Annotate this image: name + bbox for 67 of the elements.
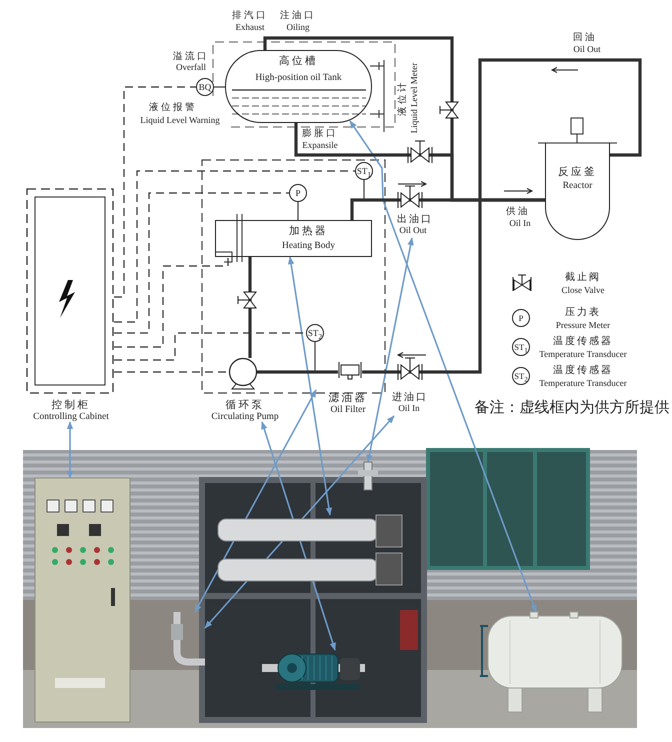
leader-line (349, 120, 537, 613)
legend-label: 温度传感器 Temperature Transducer (538, 335, 628, 360)
label-text: 回油 (573, 32, 597, 44)
signal-line (114, 192, 289, 334)
legend-label: 温度传感器 Temperature Transducer (538, 364, 628, 389)
part-label: 控制柜 (50, 400, 92, 412)
part-label: 进油口 (392, 392, 426, 403)
signal-line (114, 86, 196, 298)
note-text: 备注：虚线框内为供方所提供 (474, 400, 670, 416)
leader-line (366, 237, 414, 463)
pipe-line (362, 58, 642, 374)
connector-line (257, 342, 316, 373)
label-text: 注油口 (280, 10, 316, 22)
label-text: Oil Out (573, 45, 601, 55)
pipe-line (257, 370, 338, 374)
label-text: 排汽口 (232, 10, 268, 22)
part-label: 滤油器 (328, 393, 368, 405)
symbol-icon: ST$_{1}$ (512, 338, 530, 356)
reactor-vessel (545, 143, 610, 240)
part-label: Controlling Cabinet (32, 412, 110, 422)
label-text: Overfall (176, 63, 206, 73)
part-label: Oil Filter (329, 405, 367, 416)
symbol-icon: ST$_{2}$ (512, 367, 530, 385)
part-label: 出油口 (397, 214, 429, 225)
label-text: Liquid Level Meter (410, 62, 420, 134)
label-text: Liquid Level Warning (140, 116, 220, 126)
label-text: 溢流口 (173, 52, 209, 62)
leader-line (288, 256, 332, 516)
part-label: 反应釜 (557, 167, 598, 179)
pressure-gauge-symbol: P (289, 184, 307, 202)
heating-tube-picture (218, 515, 405, 585)
legend-label: 截止阀 Close Valve (560, 271, 606, 296)
signal-line (114, 332, 306, 361)
pipe-line (263, 36, 545, 202)
label-text: Exhaust (236, 23, 264, 33)
heater-body (215, 220, 372, 257)
part-label: 高位槽 (278, 56, 319, 68)
signal-line (114, 371, 229, 373)
label-text: Oil In (509, 219, 531, 229)
connector-line (297, 202, 299, 220)
signal-line (114, 170, 355, 323)
part-label: 循环泵 (224, 400, 266, 412)
signal-line (114, 257, 229, 348)
leader-line (66, 421, 74, 479)
part-label: Reactor (562, 181, 594, 192)
label-text: 供油 (506, 206, 530, 218)
label-text: 液位计 (398, 80, 408, 116)
part-label: 加热器 (288, 226, 329, 238)
part-label: Heating Body (280, 241, 336, 252)
connector-line (351, 180, 365, 220)
symbol-icon: P (512, 309, 530, 327)
part-label: Circulating Pump (210, 412, 280, 422)
legend-label: 压力表 Pressure Meter (554, 306, 612, 331)
label-text: 液位报警 (149, 102, 197, 114)
control-cabinet-picture (35, 478, 130, 722)
part-label: High-position oil Tank (254, 73, 343, 84)
alarm-sensor-symbol: BQ (196, 78, 214, 96)
outlet-nozzle-picture (356, 462, 380, 490)
part-label: Oil Out (398, 226, 428, 236)
temperature-sensor-symbol: ST$_{1}$ (355, 162, 373, 180)
label-text: Oiling (286, 23, 310, 33)
part-label: Oil In (397, 404, 421, 414)
label-text: Expansile (302, 141, 338, 151)
pipe-line (248, 257, 252, 358)
label-text: 膨胀口 (302, 128, 338, 140)
oil-tank (225, 50, 372, 123)
connector-line (214, 86, 226, 88)
